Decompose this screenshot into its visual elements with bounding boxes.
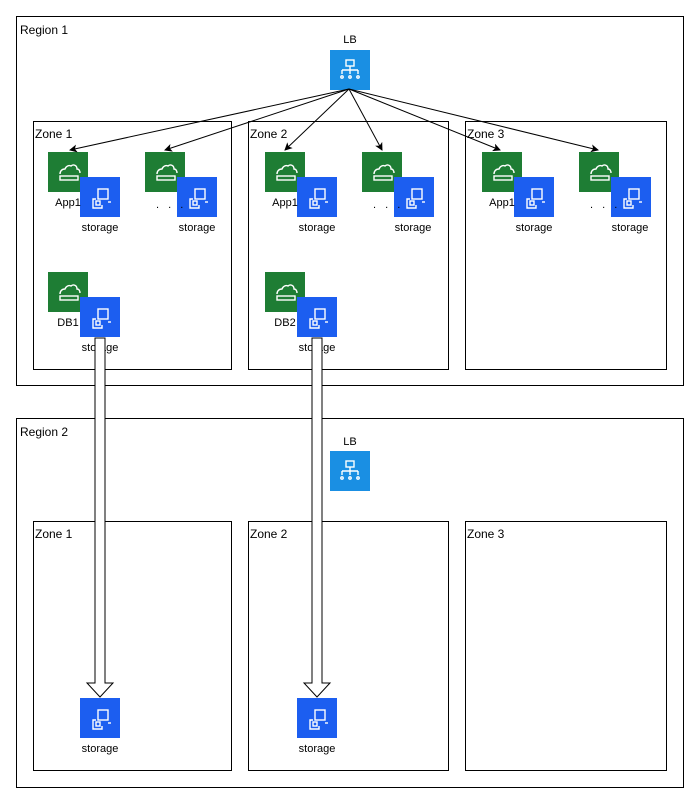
more-servers-label: . . .	[590, 199, 621, 211]
server-label: App1	[272, 197, 298, 209]
more-servers-label: . . .	[373, 199, 404, 211]
load-balancer-icon[interactable]	[330, 50, 370, 90]
region-2-label: Region 2	[20, 425, 69, 439]
storage-icon[interactable]	[297, 177, 337, 217]
storage-label: storage	[81, 342, 119, 354]
region-2-zone-2: Zone 2	[248, 521, 449, 771]
region-2-zone-1: Zone 1	[33, 521, 232, 771]
storage-icon[interactable]	[80, 698, 120, 738]
zone-label: Zone 3	[467, 127, 505, 141]
storage-icon[interactable]	[297, 698, 337, 738]
storage-label: storage	[178, 222, 216, 234]
storage-label: storage	[515, 222, 553, 234]
storage-label: storage	[298, 222, 336, 234]
storage-label: storage	[611, 222, 649, 234]
storage-icon[interactable]	[394, 177, 434, 217]
more-servers-label: . . .	[156, 199, 187, 211]
server-label: App1	[55, 197, 81, 209]
storage-icon[interactable]	[514, 177, 554, 217]
storage-label: storage	[81, 743, 119, 755]
server-label: App1	[489, 197, 515, 209]
region-2: Region 2	[16, 418, 684, 788]
storage-label: storage	[298, 743, 336, 755]
storage-icon[interactable]	[80, 297, 120, 337]
zone-label: Zone 1	[35, 527, 73, 541]
zone-label: Zone 2	[250, 527, 288, 541]
zone-label: Zone 1	[35, 127, 73, 141]
db-server-label: DB1	[57, 317, 79, 329]
storage-label: storage	[394, 222, 432, 234]
region-1: Region 1	[16, 16, 684, 386]
storage-label: storage	[298, 342, 336, 354]
storage-icon[interactable]	[611, 177, 651, 217]
storage-icon[interactable]	[177, 177, 217, 217]
storage-icon[interactable]	[297, 297, 337, 337]
storage-icon[interactable]	[80, 177, 120, 217]
region-1-label: Region 1	[20, 23, 69, 37]
db-server-label: DB2	[274, 317, 296, 329]
zone-label: Zone 2	[250, 127, 288, 141]
zone-label: Zone 3	[467, 527, 505, 541]
region-1-lb-label: LB	[343, 34, 357, 46]
storage-label: storage	[81, 222, 119, 234]
region-2-zone-3: Zone 3	[465, 521, 667, 771]
region-2-lb-label: LB	[343, 436, 357, 448]
load-balancer-icon[interactable]	[330, 451, 370, 491]
